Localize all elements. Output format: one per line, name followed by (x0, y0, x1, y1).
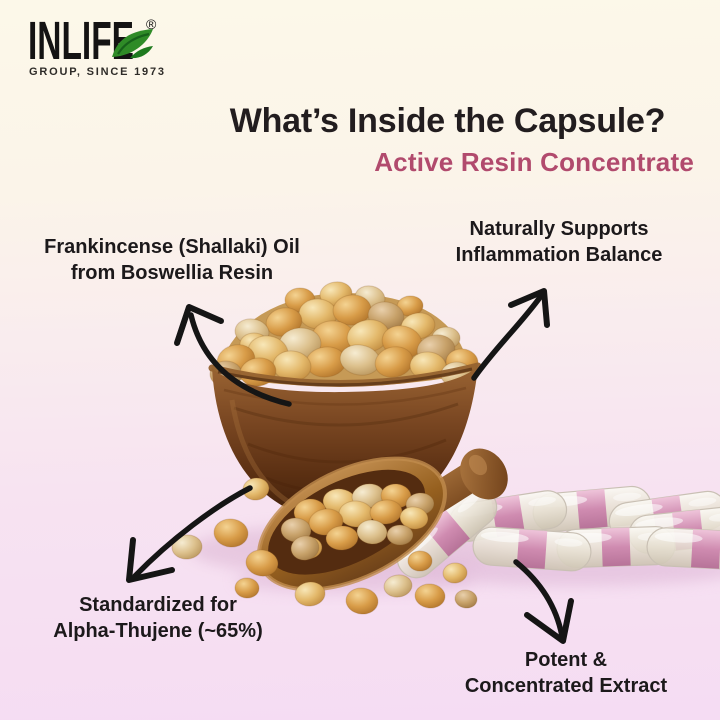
scattered-resin (171, 477, 478, 615)
callout-alpha-thujene: Standardized for Alpha-Thujene (~65%) (53, 594, 263, 642)
callout-potent-extract: Potent & Concentrated Extract (464, 649, 668, 697)
capsule (472, 526, 592, 572)
page-subtitle: Active Resin Concentrate (374, 147, 694, 177)
arrow-to-alpha-thujene (126, 485, 253, 583)
arrow-to-inflammation-balance (471, 288, 550, 381)
scoop-pebbles (280, 483, 435, 560)
registered-trademark: ® (146, 16, 157, 32)
arrow-to-potent-extract (513, 559, 574, 644)
inlife-logo: INLIFE ® GROUP, SINCE 1973 (28, 14, 208, 80)
callout-inflammation-balance: Naturally Supports Inflammation Balance (455, 218, 663, 266)
leaf-icon (112, 29, 153, 59)
callout-frankincense-oil: Frankincense (Shallaki) Oil from Boswell… (44, 236, 300, 284)
arrow-to-frankincense-oil (174, 304, 292, 407)
capsule (646, 527, 720, 571)
logo-tagline: GROUP, SINCE 1973 (29, 66, 166, 78)
capsule-pile (396, 485, 720, 579)
logo-wordmark: INLIFE (28, 11, 135, 71)
page-title: What’s Inside the Capsule? (229, 102, 666, 140)
